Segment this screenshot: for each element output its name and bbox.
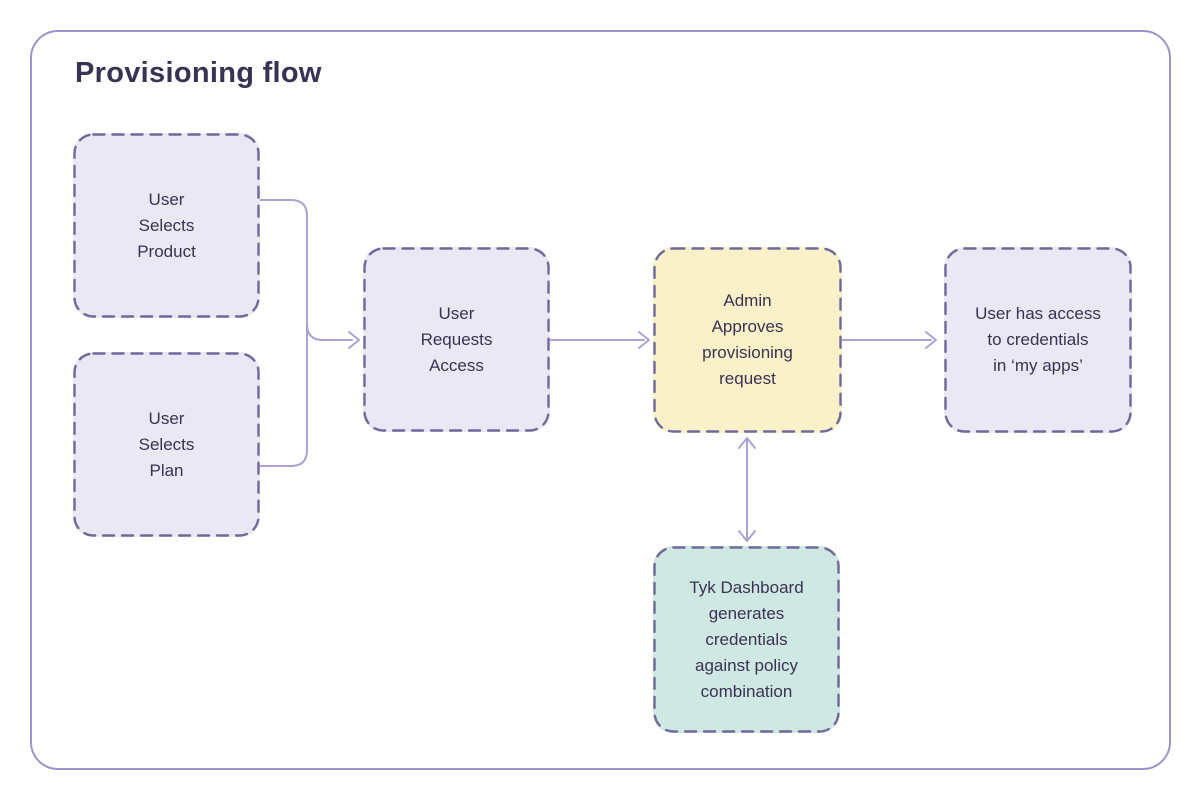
node-label: User Selects Product [137,189,196,261]
arrowhead-down-icon [738,530,756,542]
node-label: User Selects Plan [138,408,195,480]
arrow-admin-to-dashboard-bidirectional [738,437,756,542]
arrowhead-up-icon [738,437,756,449]
arrow-requests-to-admin [549,331,650,349]
arrowhead-right-icon [638,331,650,349]
node-admin-approves-request: Admin Approves provisioning request [653,247,842,433]
diagram-frame [30,30,1171,770]
dashed-border [363,247,550,432]
dashed-border [73,352,260,537]
dashed-border [653,247,842,433]
arrowhead-right-icon [348,331,360,349]
node-label: Tyk Dashboard generates credentials agai… [689,577,804,701]
node-user-selects-plan: User Selects Plan [73,352,260,537]
node-tyk-dashboard-generates: Tyk Dashboard generates credentials agai… [653,546,840,733]
diagram-title: Provisioning flow [75,57,322,89]
arrow-admin-to-access [841,331,937,349]
node-user-has-access: User has access to credentials in ‘my ap… [944,247,1132,433]
node-label: User Requests Access [420,303,493,375]
merge-connector [259,199,360,467]
dashed-border [944,247,1132,433]
dashed-border [73,133,260,318]
node-user-selects-product: User Selects Product [73,133,260,318]
node-user-requests-access: User Requests Access [363,247,550,432]
arrowhead-right-icon [925,331,937,349]
dashed-border [653,546,840,733]
node-label: User has access to credentials in ‘my ap… [975,304,1101,375]
node-label: Admin Approves provisioning request [702,291,793,388]
